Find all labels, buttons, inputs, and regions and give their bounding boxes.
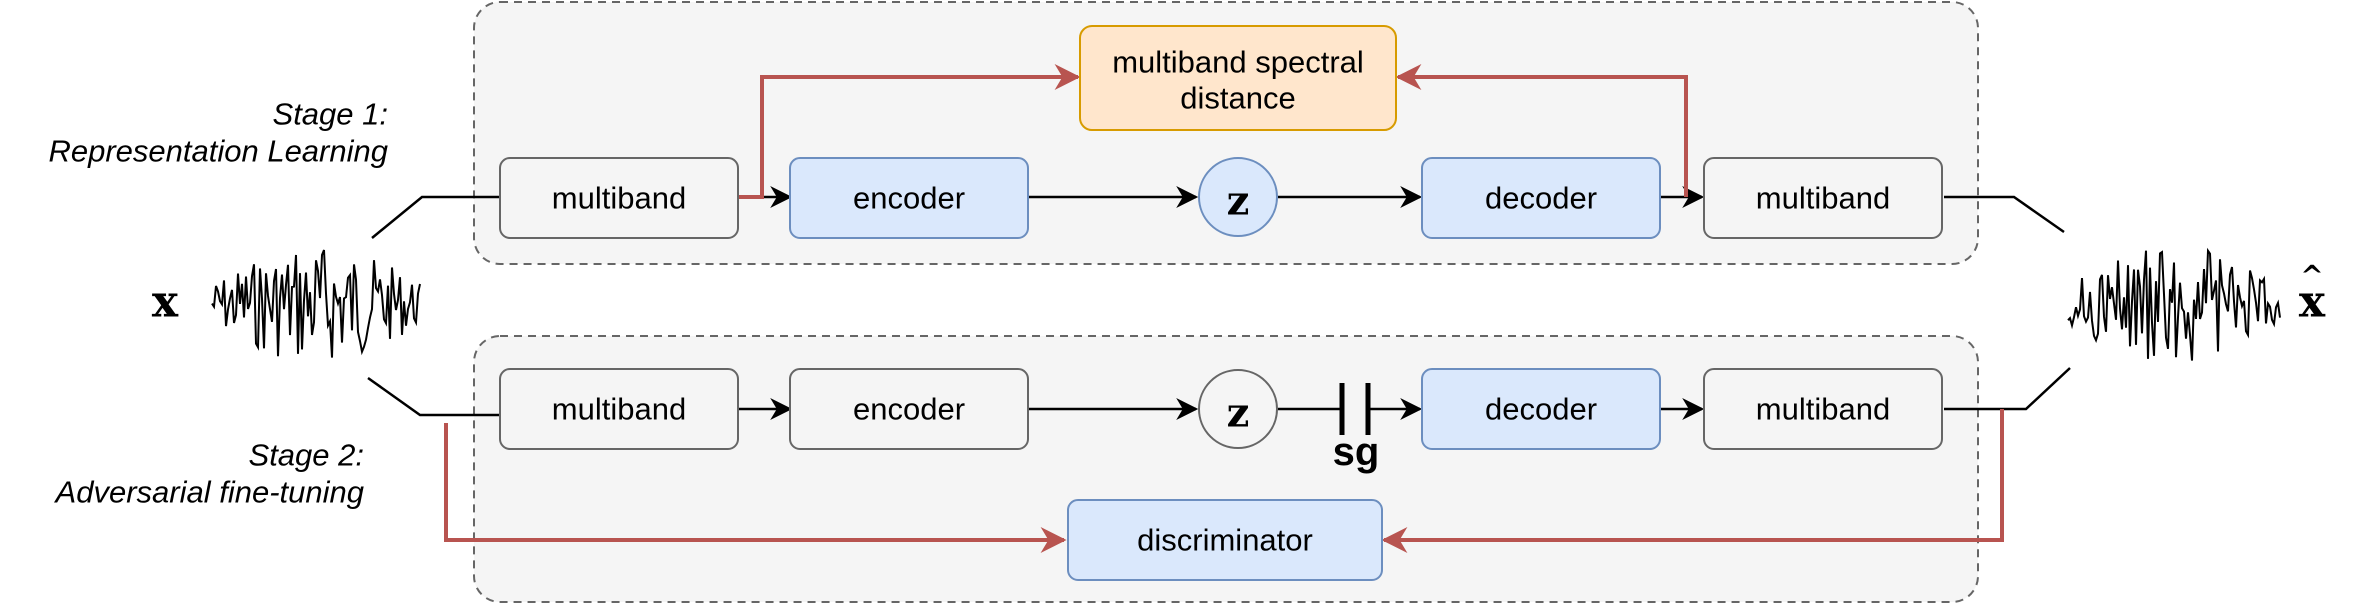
input-signal-label: x <box>152 277 179 328</box>
stage1-label-line2: Representation Learning <box>48 134 388 169</box>
s1-output-multiband-label: multiband <box>1756 181 1890 216</box>
loss-label-line1: multiband spectral <box>1112 45 1364 80</box>
stage1-label-line1: Stage 1: <box>273 97 388 132</box>
loss-label-line2: distance <box>1180 81 1295 116</box>
input-waveform-icon <box>211 249 421 358</box>
stop-gradient-label: sg <box>1333 430 1380 474</box>
s1-input-multiband-label: multiband <box>552 181 686 216</box>
stage1-to-output-line <box>1944 195 2065 234</box>
s2-decoder-box: decoder <box>1421 368 1661 450</box>
s1-latent-node: z <box>1198 157 1278 237</box>
s2-output-multiband-box: multiband <box>1703 368 1943 450</box>
s1-decoder-label: decoder <box>1485 181 1597 216</box>
spectral-distance-loss-box: multiband spectral distance <box>1079 25 1397 131</box>
s2-encoder-box: encoder <box>789 368 1029 450</box>
input-to-stage1-line <box>371 195 500 239</box>
output-waveform-icon <box>2067 247 2281 361</box>
s1-input-multiband-box: multiband <box>499 157 739 239</box>
s1-decoder-box: decoder <box>1421 157 1661 239</box>
s2-decoder-label: decoder <box>1485 392 1597 427</box>
stage1-input-to-loss-arrow <box>738 64 1081 199</box>
s2-latent-label: z <box>1227 390 1250 437</box>
s1-encoder-label: encoder <box>853 181 965 216</box>
stage2-input-to-discriminator-arrow <box>444 423 1067 553</box>
stage1-output-to-loss-arrow <box>1395 64 1688 197</box>
discriminator-box: discriminator <box>1067 499 1383 581</box>
input-to-stage2-line <box>367 376 500 417</box>
s1-output-multiband-box: multiband <box>1703 157 1943 239</box>
stage2-label-line2: Adversarial fine-tuning <box>54 475 364 510</box>
s2-encoder-label: encoder <box>853 392 965 427</box>
s1-encoder-box: encoder <box>789 157 1029 239</box>
stage2-label-line1: Stage 2: <box>249 438 364 473</box>
s2-input-multiband-label: multiband <box>552 392 686 427</box>
stage2-output-to-discriminator-arrow <box>1381 409 2004 553</box>
output-signal-label: x <box>2299 277 2326 328</box>
s2-input-multiband-box: multiband <box>499 368 739 450</box>
discriminator-label: discriminator <box>1137 523 1313 558</box>
s1-latent-label: z <box>1227 178 1250 225</box>
output-signal-hat: ^ <box>2300 260 2323 293</box>
stage2-to-output-line <box>1944 367 2071 411</box>
s2-latent-node: z <box>1198 369 1278 449</box>
s2-output-multiband-label: multiband <box>1756 392 1890 427</box>
